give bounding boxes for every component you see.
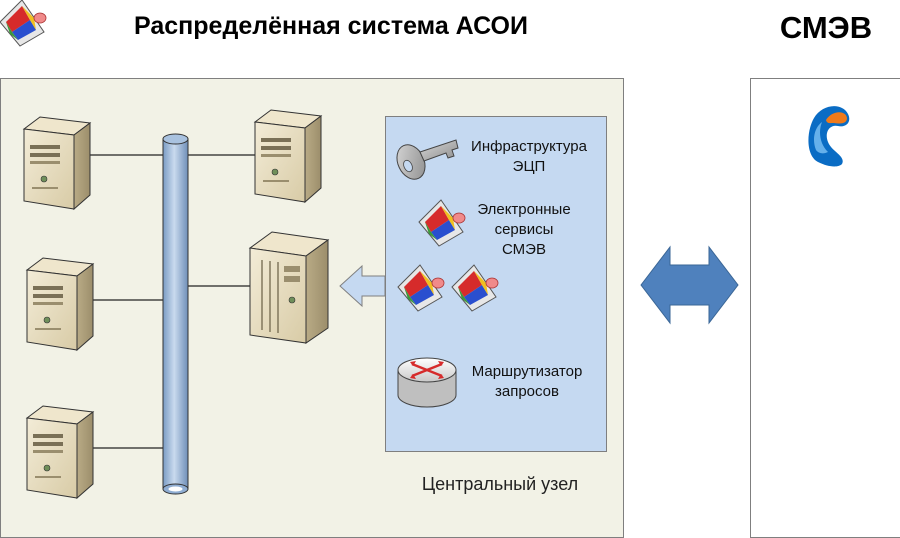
server-icon bbox=[23, 116, 91, 210]
web-service-icon bbox=[0, 0, 47, 47]
smev-title: СМЭВ bbox=[779, 10, 873, 45]
server-icon bbox=[26, 405, 94, 499]
network-bus-pipe bbox=[162, 133, 189, 495]
rostelecom-logo bbox=[808, 106, 850, 167]
bidirectional-arrow-icon bbox=[640, 245, 739, 325]
tower-server-icon bbox=[248, 231, 330, 344]
ecp-infrastructure-label: Инфраструктура ЭЦП bbox=[471, 138, 587, 175]
left-arrow-icon bbox=[339, 264, 386, 308]
key-icon bbox=[396, 139, 459, 180]
router-icon bbox=[397, 357, 457, 408]
diagram-title: Распределённая система АСОИ bbox=[134, 12, 528, 40]
server-icon bbox=[254, 109, 322, 203]
router-label: Маршрутизатор запросов bbox=[471, 363, 583, 400]
central-node-label: Центральный узел bbox=[421, 474, 579, 494]
smev-services-label: Электронные сервисы СМЭВ bbox=[477, 201, 571, 258]
server-icon bbox=[26, 257, 94, 351]
